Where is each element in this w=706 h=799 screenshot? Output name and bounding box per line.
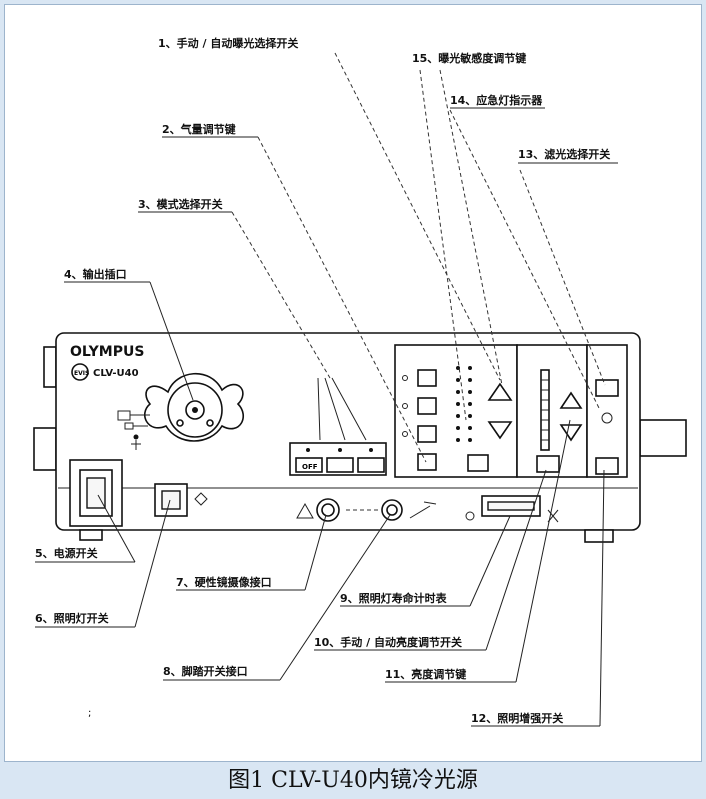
mode-button-2[interactable]: [326, 457, 354, 473]
figure-caption: 图1 CLV-U40内镜冷光源: [228, 768, 478, 793]
leader-12: [599, 469, 605, 727]
person-icon: [131, 434, 141, 450]
label-7: 7、硬性镜摄像接口: [176, 575, 272, 589]
label-9: 9、照明灯寿命计时表: [340, 591, 448, 605]
label-1: 1、手动 / 自动曝光选择开关: [158, 36, 298, 50]
manual-auto-brightness-button[interactable]: [536, 455, 560, 473]
mode-button-off-label: OFF: [302, 463, 318, 471]
leader-5: [97, 494, 136, 563]
power-switch[interactable]: [69, 459, 123, 527]
svg-text:;: ;: [88, 708, 91, 719]
leader-10: [485, 469, 547, 651]
exposure-control-panel: [394, 344, 518, 478]
label-11: 11、亮度调节键: [385, 667, 467, 681]
brand-name: OLYMPUS: [70, 344, 144, 360]
leader-2: [257, 136, 427, 463]
leader-8: [279, 514, 391, 681]
foot-switch-port[interactable]: [381, 499, 403, 521]
mode-selector-panel: OFF: [289, 442, 387, 476]
manual-auto-exposure-button[interactable]: [417, 453, 437, 471]
evis-badge: [71, 363, 89, 381]
leader-11: [515, 419, 571, 683]
label-8: 8、脚踏开关接口: [163, 664, 248, 678]
brightness-down-arrow-button[interactable]: [559, 424, 583, 442]
leader-6: [134, 499, 171, 628]
filter-select-button[interactable]: [595, 379, 619, 397]
leader-15b: [439, 69, 503, 386]
mode-leader-lines: [317, 377, 367, 441]
output-socket[interactable]: [144, 372, 244, 442]
leader-1: [334, 52, 501, 381]
exposure-button-1[interactable]: [417, 369, 437, 387]
label-15: 15、曝光敏感度调节键: [412, 51, 527, 65]
leader-9: [469, 515, 511, 607]
mode-button-off[interactable]: [295, 457, 323, 473]
exposure-level-leds: [456, 366, 472, 442]
label-5: 5、电源开关: [35, 546, 98, 560]
label-10: 10、手动 / 自动亮度调节开关: [314, 635, 462, 649]
label-4: 4、输出插口: [64, 267, 127, 281]
model-name: CLV-U40: [93, 368, 139, 379]
emergency-lamp-indicator: [601, 412, 613, 424]
rigid-scope-camera-port[interactable]: [316, 498, 340, 522]
leader-15a: [419, 69, 467, 421]
exposure-button-3[interactable]: [417, 425, 437, 443]
illumination-boost-button[interactable]: [595, 457, 619, 475]
brightness-up-arrow-button[interactable]: [559, 391, 583, 409]
evis-badge-text: EVIS: [74, 370, 89, 377]
foot-pedal-icon: [409, 501, 437, 519]
sun-icon: [465, 511, 475, 521]
exposure-down-arrow-button[interactable]: [487, 421, 513, 440]
mode-button-3[interactable]: [357, 457, 385, 473]
warning-icon: [296, 502, 314, 519]
brightness-control-panel: [516, 344, 588, 478]
label-3: 3、模式选择开关: [138, 197, 223, 211]
label-6: 6、照明灯开关: [35, 611, 109, 625]
leader-7: [304, 514, 327, 591]
leader-4: [149, 281, 194, 401]
leader-13: [519, 169, 606, 386]
label-14: 14、应急灯指示器: [450, 93, 543, 107]
label-2: 2、气量调节键: [162, 122, 237, 136]
right-control-column: [586, 344, 628, 478]
exposure-button-2[interactable]: [417, 397, 437, 415]
scope-plug-icon: [117, 410, 150, 430]
device-diagram: OLYMPUS EVIS CLV-U40: [33, 36, 687, 727]
lamp-switch[interactable]: [154, 483, 188, 517]
label-12: 12、照明增强开关: [471, 711, 563, 725]
lamp-hour-meter: [481, 495, 541, 517]
exposure-up-arrow-button[interactable]: [487, 382, 513, 401]
label-13: 13、滤光选择开关: [518, 147, 610, 161]
air-volume-button[interactable]: [467, 454, 489, 472]
lamp-indicator-icon: [194, 492, 208, 506]
